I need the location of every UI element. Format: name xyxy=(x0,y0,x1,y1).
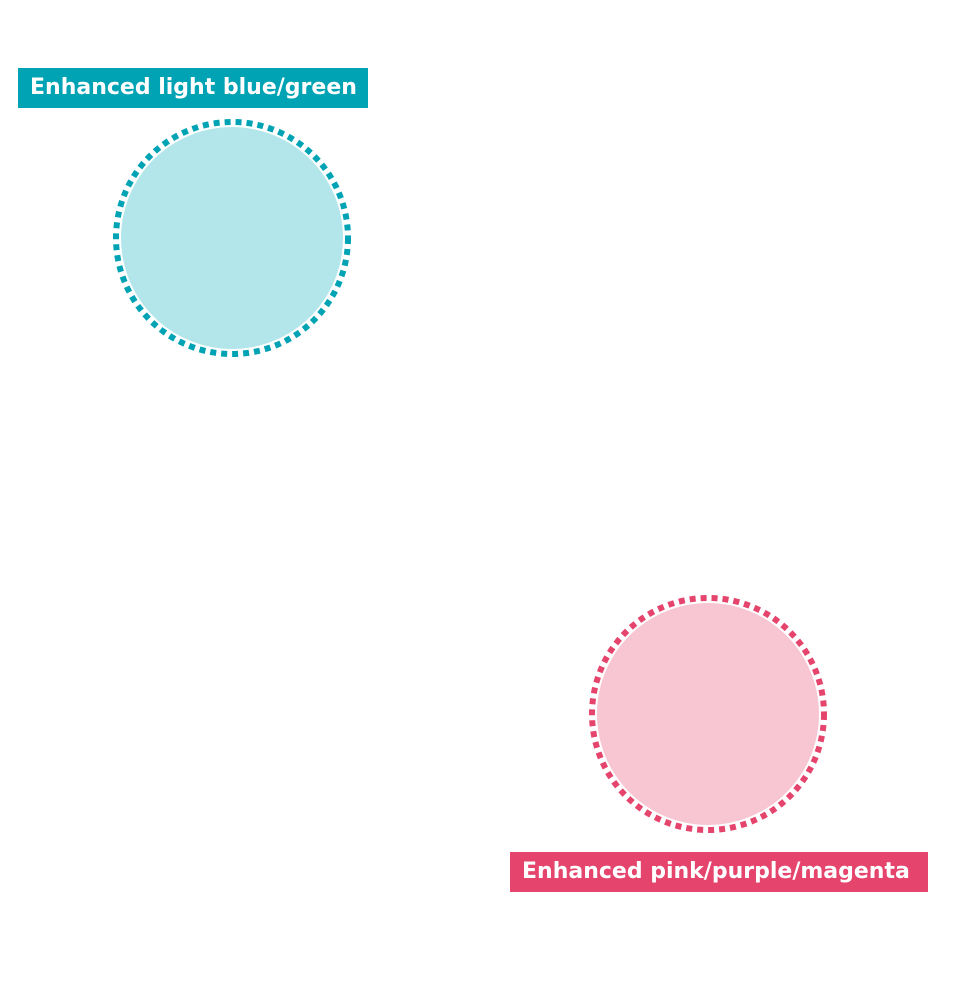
teal-region-label: Enhanced light blue/green xyxy=(18,68,368,108)
pink-filled-circle xyxy=(597,603,819,825)
teal-filled-circle xyxy=(121,127,343,349)
pink-region-label: Enhanced pink/purple/magenta xyxy=(510,852,928,892)
pink-dashed-ring xyxy=(589,595,827,833)
teal-dashed-ring xyxy=(113,119,351,357)
